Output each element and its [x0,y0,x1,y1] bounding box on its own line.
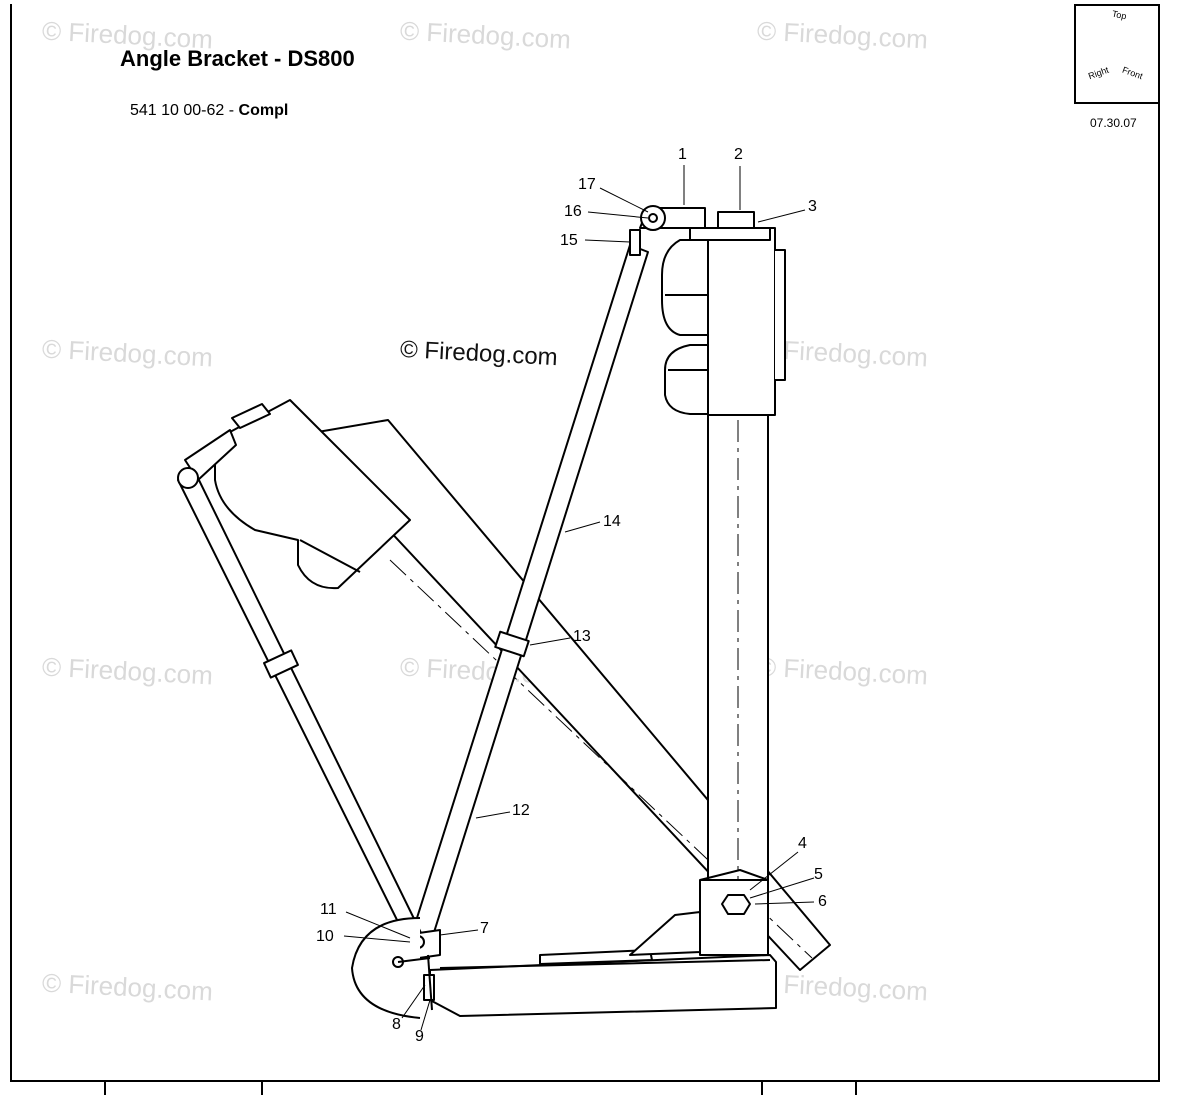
date-code: 07.30.07 [1090,116,1137,130]
callout-10: 10 [316,928,334,945]
callout-6: 6 [818,893,827,910]
part-description: Compl [238,102,289,119]
orientation-right-label: Right [1086,64,1111,82]
part-number: 541 10 00-62 [130,102,225,119]
drawing-frame [10,4,1160,1082]
callout-4: 4 [798,835,807,852]
callout-3: 3 [808,198,817,215]
orientation-front-label: Front [1120,64,1145,82]
part-separator: - [224,102,239,119]
part-number-line: 541 10 00-62 - Compl [130,102,288,120]
callout-16: 16 [564,203,582,220]
callout-8: 8 [392,1016,401,1033]
callout-13: 13 [573,628,591,645]
callout-12: 12 [512,802,530,819]
callout-5: 5 [814,866,823,883]
page-title: Angle Bracket - DS800 [120,46,355,71]
callout-11: 11 [320,901,337,918]
callout-14: 14 [603,513,621,530]
callout-7: 7 [480,920,489,937]
callout-15: 15 [560,232,578,249]
orientation-top-label: Top [1111,8,1128,22]
callout-9: 9 [415,1028,424,1045]
callout-2: 2 [734,146,743,163]
orientation-box: Top Right Front [1074,4,1160,104]
callout-1: 1 [678,146,687,163]
callout-17: 17 [578,176,596,193]
